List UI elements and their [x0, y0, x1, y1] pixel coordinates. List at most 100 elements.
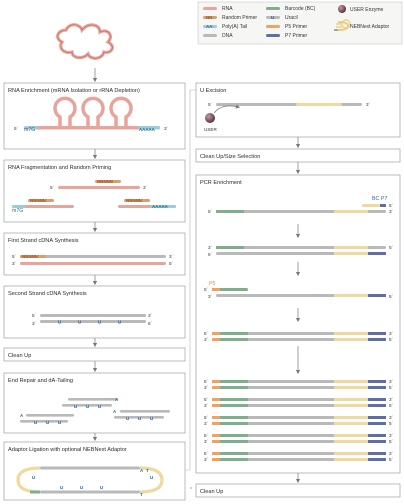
step-clean-up-left: Clean Up — [3, 347, 186, 362]
svg-text:NNNNN: NNNNN — [22, 254, 38, 259]
svg-text:T: T — [140, 492, 143, 497]
svg-text:5´: 5´ — [50, 185, 55, 190]
rna-loop-graphic — [53, 96, 77, 127]
svg-text:5´: 5´ — [204, 331, 209, 336]
svg-text:3´: 3´ — [32, 321, 37, 326]
svg-text:AAAAA: AAAAA — [152, 204, 169, 209]
svg-text:5´: 5´ — [204, 415, 209, 420]
pcr-duplex: 5´3´3´5´ — [204, 331, 394, 342]
svg-text:3´: 3´ — [366, 102, 371, 107]
svg-text:5´: 5´ — [389, 457, 394, 462]
polya-tail-label: AAAAA — [139, 127, 156, 132]
svg-text:5´: 5´ — [208, 102, 213, 107]
svg-text:U: U — [98, 320, 101, 325]
svg-text:3´: 3´ — [389, 433, 394, 438]
svg-text:3´: 3´ — [143, 185, 148, 190]
svg-text:NNNNN: NNNNN — [126, 198, 142, 203]
svg-text:5´: 5´ — [389, 421, 394, 426]
svg-text:3´: 3´ — [208, 294, 213, 299]
svg-text:NNNNN: NNNNN — [30, 198, 46, 203]
step-title: End Repair and dA-Tailing — [8, 378, 73, 384]
legend-label-random-primer: Random Primer — [222, 15, 257, 21]
rna-swatch-icon — [203, 7, 217, 10]
svg-text:U: U — [150, 475, 153, 480]
svg-text:3´: 3´ — [204, 439, 209, 444]
svg-text:U: U — [138, 416, 141, 421]
svg-text:U: U — [32, 475, 35, 480]
svg-text:3´: 3´ — [389, 415, 394, 420]
svg-text:U: U — [74, 404, 77, 409]
user-enzyme-icon — [338, 5, 346, 13]
svg-text:5´: 5´ — [204, 379, 209, 384]
svg-text:5´: 5´ — [389, 337, 394, 342]
svg-text:5´: 5´ — [389, 385, 394, 390]
user-enzyme-icon — [205, 113, 215, 123]
svg-text:U: U — [46, 420, 49, 425]
p7-swatch-icon — [266, 34, 280, 37]
pcr-duplex: 5´3´3´5´ — [204, 379, 394, 390]
svg-text:5´: 5´ — [208, 252, 213, 257]
svg-text:5´: 5´ — [204, 433, 209, 438]
legend-label-barcode: Barcode (BC) — [285, 6, 316, 12]
svg-text:5´: 5´ — [204, 287, 209, 292]
svg-text:3´: 3´ — [389, 379, 394, 384]
svg-text:A: A — [115, 397, 119, 402]
legend: RNA NN Random Primer AA Poly(A) Tail DNA… — [197, 1, 403, 45]
svg-text:USER: USER — [204, 127, 217, 132]
pcr-duplex: 5´3´3´5´ — [204, 451, 394, 462]
svg-text:m7G: m7G — [12, 208, 23, 214]
step-u-excision: U Excision 5´ 3´ USER — [195, 82, 401, 138]
svg-text:T: T — [146, 468, 149, 473]
svg-text:U: U — [126, 416, 129, 421]
legend-label-rna: RNA — [222, 6, 233, 12]
svg-text:U: U — [60, 485, 63, 490]
svg-text:NNNNN: NNNNN — [97, 179, 113, 184]
rna-loop-graphic — [109, 96, 133, 127]
svg-text:A: A — [20, 413, 24, 418]
step-title: Clean Up — [200, 489, 223, 495]
svg-text:5´: 5´ — [12, 254, 17, 259]
legend-label-uracil: Uracil — [285, 15, 298, 21]
legend-label-polya: Poly(A) Tail — [222, 24, 247, 30]
uracil-glyph: U — [271, 15, 274, 20]
svg-text:P5: P5 — [209, 281, 215, 287]
pcr-duplex: 5´3´3´5´ — [204, 433, 394, 444]
svg-text:3´: 3´ — [389, 209, 394, 214]
svg-text:3´: 3´ — [148, 313, 153, 318]
step-title: Clean Up — [8, 353, 31, 359]
svg-text:3´: 3´ — [389, 331, 394, 336]
svg-text:A: A — [113, 409, 117, 414]
step-title: U Excision — [200, 88, 226, 94]
svg-text:3´: 3´ — [204, 337, 209, 342]
svg-text:5´: 5´ — [389, 403, 394, 408]
svg-text:5´: 5´ — [389, 203, 394, 208]
random-primer-swatch-icon — [203, 16, 217, 19]
svg-text:U: U — [86, 404, 89, 409]
polya-glyph: AA — [206, 24, 213, 29]
svg-text:5´: 5´ — [389, 439, 394, 444]
svg-text:3´: 3´ — [204, 385, 209, 390]
svg-text:3´: 3´ — [12, 261, 17, 266]
m7g-cap-label: m7G — [24, 127, 35, 133]
svg-text:U: U — [58, 320, 61, 325]
pcr-duplex-rows: 5´3´3´5´5´3´3´5´5´3´3´5´5´3´3´5´5´3´3´5´… — [204, 331, 394, 462]
polya-swatch-icon — [203, 25, 217, 28]
step-title: RNA Enrichment (mRNA Isolation or rRNA D… — [8, 88, 140, 94]
rna-loop-graphic — [81, 96, 105, 127]
step-title: PCR Enrichment — [200, 180, 242, 186]
svg-text:P7: P7 — [381, 196, 387, 202]
svg-text:3´: 3´ — [204, 421, 209, 426]
svg-text:5´: 5´ — [389, 245, 394, 250]
svg-text:3´: 3´ — [389, 451, 394, 456]
svg-text:3´: 3´ — [208, 245, 213, 250]
legend-label-dna: DNA — [222, 33, 233, 39]
legend-label-user-enzyme: USER Enzyme — [350, 7, 384, 13]
svg-text:U: U — [150, 416, 153, 421]
svg-text:5´: 5´ — [169, 261, 174, 266]
uracil-swatch-icon — [266, 16, 280, 19]
legend-box — [197, 1, 403, 45]
random-primer-glyph: NN — [206, 15, 212, 20]
svg-text:U: U — [118, 320, 121, 325]
step-first-strand: First Strand cDNA Synthesis NNNNN 5´ 3´ … — [3, 232, 186, 276]
step-rna-enrichment: RNA Enrichment (mRNA Isolation or rRNA D… — [3, 82, 186, 150]
